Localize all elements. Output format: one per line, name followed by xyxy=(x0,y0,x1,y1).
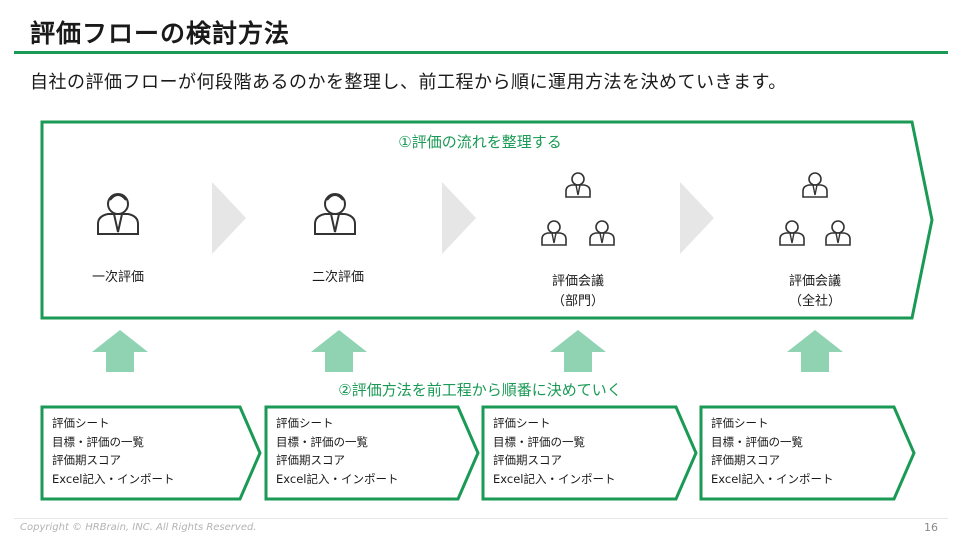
card-3-item-1: 評価シート xyxy=(493,416,551,430)
card-frame-4 xyxy=(699,405,916,501)
section2-heading: ②評価方法を前工程から順番に決めていく xyxy=(338,381,622,399)
card-1-item-4: Excel記入・インポート xyxy=(52,471,175,486)
up-arrow-3 xyxy=(550,330,606,372)
card-frame-2 xyxy=(264,405,480,501)
card-1-item-1: 評価シート xyxy=(52,416,110,430)
card-3: 評価シート 目標・評価の一覧 評価期スコア Excel記入・インポート xyxy=(493,414,615,488)
card-4-item-4: Excel記入・インポート xyxy=(711,471,834,486)
stage-1-line1: 一次評価 xyxy=(91,270,144,285)
gray-chevron-2 xyxy=(442,182,476,254)
stage-label-1: 一次評価 xyxy=(68,268,168,288)
card-frame-3 xyxy=(481,405,698,501)
card-4-item-2: 目標・評価の一覧 xyxy=(711,434,803,449)
card-2-item-4: Excel記入・インポート xyxy=(276,471,399,486)
card-frame-1 xyxy=(40,405,262,501)
stage-4-line1: 評価会議 xyxy=(788,274,841,289)
card-1: 評価シート 目標・評価の一覧 評価期スコア Excel記入・インポート xyxy=(52,414,174,488)
stage-label-4: 評価会議 （全社） xyxy=(765,272,865,312)
card-1-item-3: 評価期スコア xyxy=(52,453,121,467)
card-3-item-3: 評価期スコア xyxy=(493,453,562,467)
flow-frame xyxy=(40,120,934,320)
stage-3-line1: 評価会議 xyxy=(551,274,604,289)
title-underline xyxy=(14,51,948,54)
stage-label-2: 二次評価 xyxy=(288,268,388,288)
stage-3-line2: （部門） xyxy=(551,294,604,309)
footer-copyright: Copyright © HRBrain, INC. All Rights Res… xyxy=(20,522,257,533)
section1-heading: ①評価の流れを整理する xyxy=(398,133,562,151)
up-arrow-4 xyxy=(787,330,843,372)
card-2: 評価シート 目標・評価の一覧 評価期スコア Excel記入・インポート xyxy=(276,414,398,488)
card-2-item-1: 評価シート xyxy=(276,416,334,430)
card-4-item-1: 評価シート xyxy=(711,416,769,430)
page-number: 16 xyxy=(924,521,938,534)
stage-2-line1: 二次評価 xyxy=(311,270,364,285)
card-3-item-2: 目標・評価の一覧 xyxy=(493,434,585,449)
card-2-item-3: 評価期スコア xyxy=(276,453,345,467)
stage-label-3: 評価会議 （部門） xyxy=(528,272,628,312)
card-2-item-2: 目標・評価の一覧 xyxy=(276,434,368,449)
stage-4-line2: （全社） xyxy=(788,294,841,309)
footer-divider xyxy=(14,518,948,519)
card-1-item-2: 目標・評価の一覧 xyxy=(52,434,144,449)
card-4: 評価シート 目標・評価の一覧 評価期スコア Excel記入・インポート xyxy=(711,414,833,488)
gray-chevron-1 xyxy=(212,182,246,254)
gray-chevron-3 xyxy=(680,182,714,254)
slide-subtitle: 自社の評価フローが何段階あるのかを整理し、前工程から順に運用方法を決めていきます… xyxy=(30,72,787,93)
slide-title: 評価フローの検討方法 xyxy=(30,19,291,48)
up-arrow-2 xyxy=(311,330,367,372)
card-3-item-4: Excel記入・インポート xyxy=(493,471,616,486)
card-4-item-3: 評価期スコア xyxy=(711,453,780,467)
up-arrow-1 xyxy=(92,330,148,372)
